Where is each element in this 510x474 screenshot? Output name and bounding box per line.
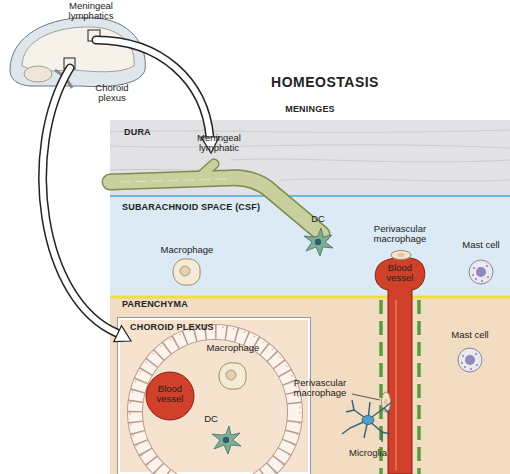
cell-label: Macrophage [205,343,261,353]
cell-label: Meningeal lymphatic [184,133,254,154]
choroid-plexus-box: CHOROID PLEXUS [118,318,310,474]
cell-label: Meningeal lymphatics [60,1,122,22]
cell-label: Macrophage [157,245,217,255]
cell-label: Choroid plexus [86,83,138,104]
dura-band: DURA [110,120,510,196]
cell-label: Perivascular macrophage [362,224,438,245]
diagram-title: HOMEOSTASIS [230,75,420,90]
band-heading: SUBARACHNOID SPACE (CSF) [122,203,260,213]
cell-label: Blood vessel [380,263,420,284]
meninges-panel: MENINGES DURA SUBARACHNOID SPACE (CSF) PARE… [110,104,510,474]
cell-label: Mast cell [445,330,495,340]
band-heading: CHOROID PLEXUS [130,323,214,333]
cell-label: Mast cell [456,240,506,250]
band-heading: DURA [124,128,151,138]
band-heading: MENINGES [110,105,510,115]
cell-label: Microglia [338,448,398,458]
cell-label: DC [308,214,328,224]
band-heading: PARENCHYMA [122,300,188,310]
cell-label: Blood vessel [148,384,192,405]
cell-label: Perivascular macrophage [282,378,358,399]
cell-label: DC [201,414,221,424]
